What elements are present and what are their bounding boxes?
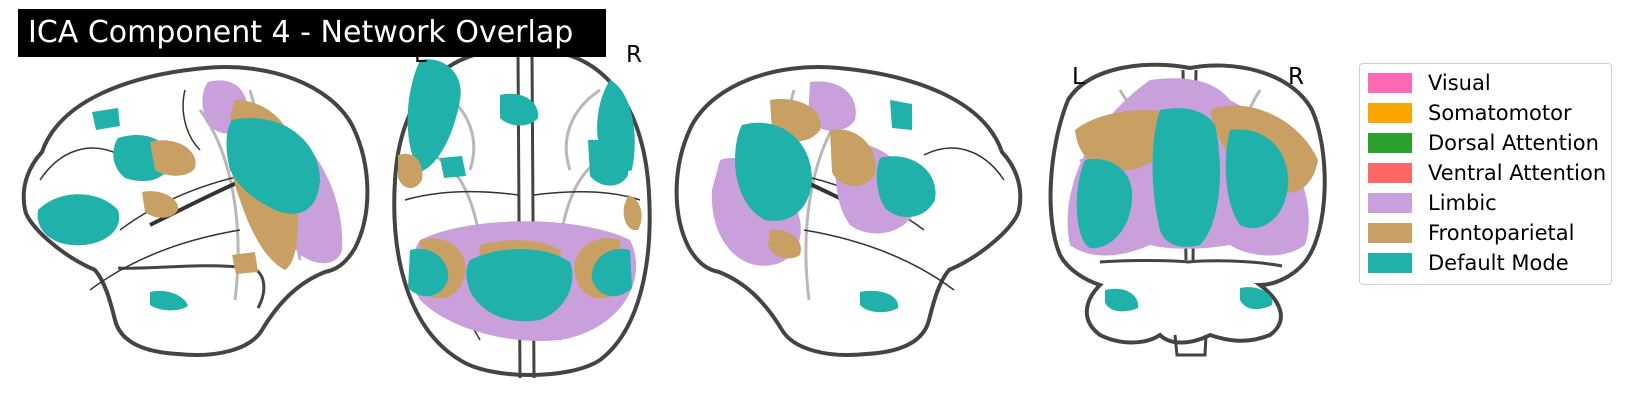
sagittal-left-outline — [21, 65, 370, 357]
legend-item-default-mode: Default Mode — [1368, 250, 1569, 276]
coronal-left-label: L — [1072, 64, 1085, 90]
sagittal-right-view — [674, 65, 1023, 357]
legend-item-somatomotor: Somatomotor — [1368, 100, 1572, 126]
axial-dmn-blob-2 — [408, 248, 632, 297]
axial-dmn-blob — [466, 248, 573, 322]
legend-label-visual: Visual — [1428, 71, 1491, 95]
axial-sulci — [404, 191, 641, 341]
axial-left-label: L — [414, 42, 427, 68]
sagittal-right-dmn-blob-2 — [876, 156, 936, 218]
legend-swatch-dorsal-attention — [1368, 133, 1412, 153]
coronal-brainstem — [1173, 334, 1208, 357]
legend-swatch-ventral-attention — [1368, 163, 1412, 183]
sagittal-left-sulci — [39, 89, 271, 291]
axial-outline — [392, 47, 652, 377]
legend-label-default-mode: Default Mode — [1428, 251, 1569, 275]
sagittal-left-view — [21, 65, 370, 357]
coronal-view — [1048, 62, 1327, 357]
sagittal-right-dmn-blob — [735, 122, 812, 221]
coronal-outline — [1048, 62, 1327, 345]
sagittal-right-dmn-blob-3 — [890, 100, 912, 130]
coronal-dmn-blob-3 — [1225, 129, 1289, 229]
axial-dmn-blob-5 — [588, 139, 629, 186]
sagittal-left-fp-blob-2 — [150, 140, 196, 176]
network-legend: Visual Somatomotor Dorsal Attention Vent… — [1359, 63, 1612, 285]
coronal-cerebellum — [1099, 259, 1283, 268]
legend-item-limbic: Limbic — [1368, 190, 1497, 216]
sagittal-left-dmn-blob-3 — [37, 194, 120, 246]
legend-item-frontoparietal: Frontoparietal — [1368, 220, 1575, 246]
figure-title: ICA Component 4 - Network Overlap — [18, 9, 606, 57]
legend-label-dorsal-attention: Dorsal Attention — [1428, 131, 1599, 155]
sagittal-left-fp-blob-3 — [142, 191, 179, 218]
legend-swatch-frontoparietal — [1368, 223, 1412, 243]
legend-item-ventral-attention: Ventral Attention — [1368, 160, 1606, 186]
sagittal-right-dmn-blob-4 — [860, 290, 899, 313]
legend-swatch-somatomotor — [1368, 103, 1412, 123]
legend-label-limbic: Limbic — [1428, 191, 1497, 215]
coronal-dmn-blob — [1152, 108, 1220, 247]
legend-item-visual: Visual — [1368, 70, 1491, 96]
sagittal-right-limbic-blob-2 — [808, 81, 856, 132]
sagittal-left-dmn-blob-4 — [92, 108, 120, 130]
sagittal-right-outline — [674, 65, 1023, 357]
legend-label-frontoparietal: Frontoparietal — [1428, 221, 1575, 245]
coronal-dmn-blob-4 — [1105, 287, 1273, 312]
axial-right-label: R — [626, 42, 642, 68]
axial-dmn-blob-4 — [500, 93, 539, 126]
sagittal-left-fp-blob-4 — [232, 252, 258, 274]
legend-item-dorsal-attention: Dorsal Attention — [1368, 130, 1599, 156]
legend-swatch-default-mode — [1368, 253, 1412, 273]
axial-dmn-blob-6 — [440, 156, 466, 178]
legend-swatch-limbic — [1368, 193, 1412, 213]
sagittal-left-dmn-blob-5 — [150, 290, 188, 311]
legend-swatch-visual — [1368, 73, 1412, 93]
sagittal-right-fp-blob — [770, 99, 876, 186]
legend-label-ventral-attention: Ventral Attention — [1428, 161, 1607, 185]
sagittal-right-fp-blob-2 — [768, 229, 801, 259]
coronal-right-label: R — [1288, 64, 1304, 90]
sagittal-left-dmn-blob — [226, 118, 320, 214]
axial-view — [392, 47, 652, 379]
legend-label-somatomotor: Somatomotor — [1428, 101, 1572, 125]
coronal-dmn-blob-2 — [1076, 159, 1133, 249]
